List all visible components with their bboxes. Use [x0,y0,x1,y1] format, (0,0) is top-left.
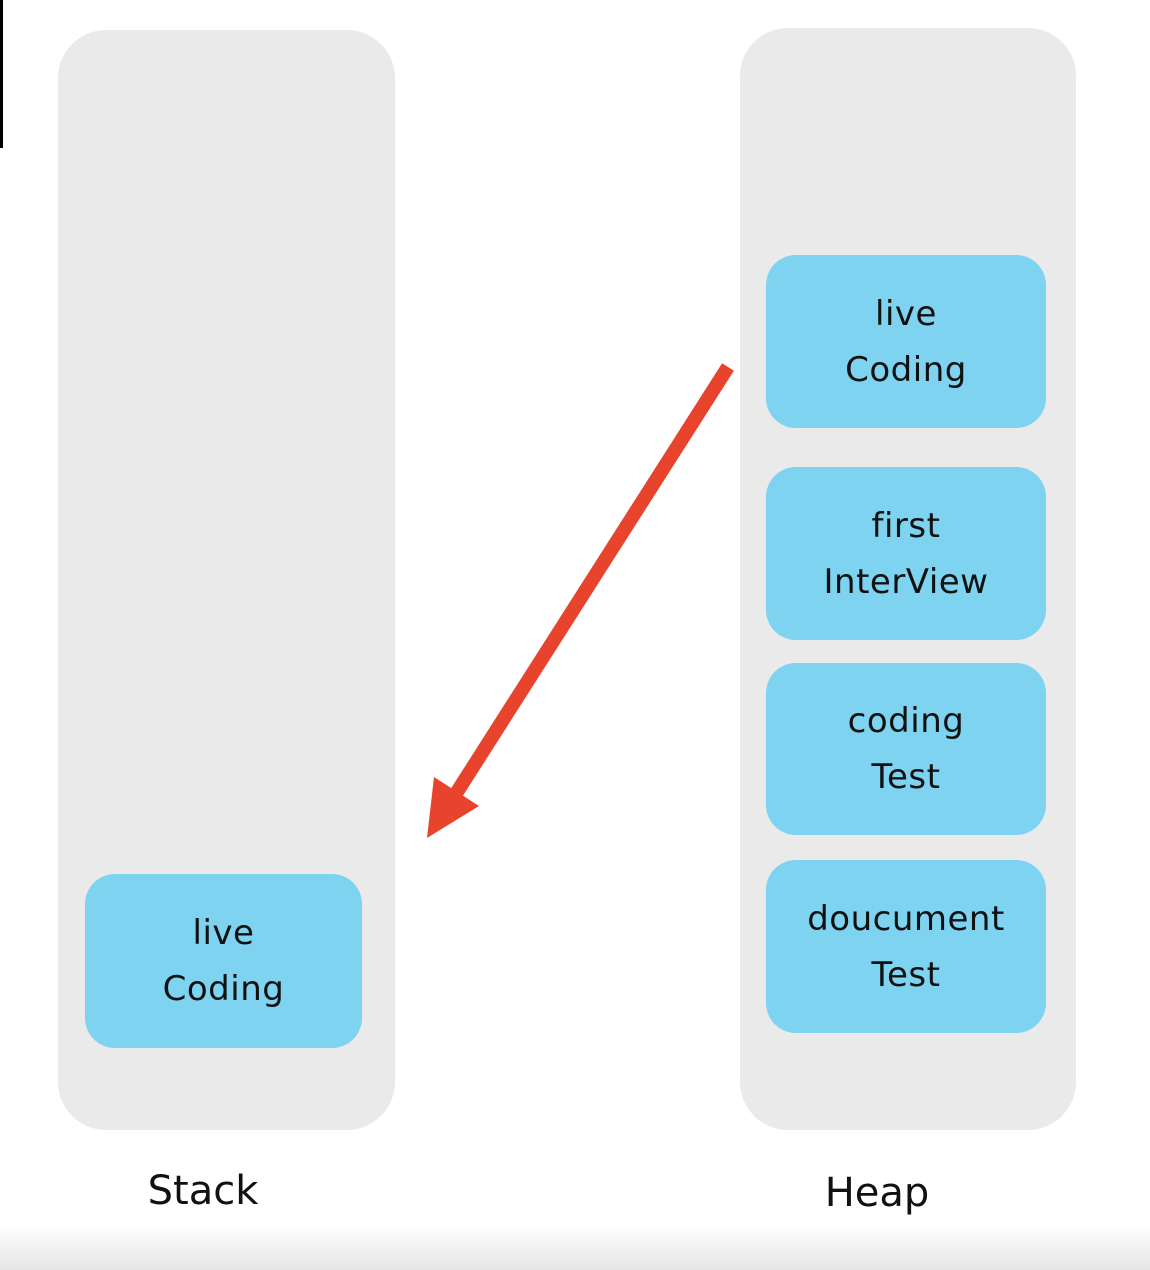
heap-box-line1: coding [847,701,965,741]
heap-box-line2: Test [871,954,941,995]
heap-box-live-coding: live Coding [766,255,1046,428]
heap-box-line2: InterView [823,561,989,602]
heap-box-line2: Coding [845,349,967,390]
heap-box-coding-test: coding Test [766,663,1046,835]
heap-box-first-interview: first InterView [766,467,1046,640]
heap-box-doucument-test: doucument Test [766,860,1046,1033]
heap-panel-label: Heap [824,1170,930,1216]
stack-box-line2: Coding [162,969,285,1009]
stack-box-live-coding: live Coding [85,874,362,1048]
stack-panel: live Coding [58,30,395,1130]
heap-panel: live Coding first InterView coding Test … [740,28,1076,1130]
heap-box-line1: live [875,293,937,334]
stack-panel-label: Stack [147,1168,259,1214]
heap-box-line2: Test [871,757,941,797]
stack-box-line1: live [192,913,255,953]
heap-box-line1: first [871,505,941,546]
bottom-gradient [0,1224,1150,1270]
screen-edge-artifact [0,0,3,148]
arrow-shaft [451,363,734,796]
arrowhead-icon [427,777,479,838]
heap-box-line1: doucument [807,898,1005,939]
